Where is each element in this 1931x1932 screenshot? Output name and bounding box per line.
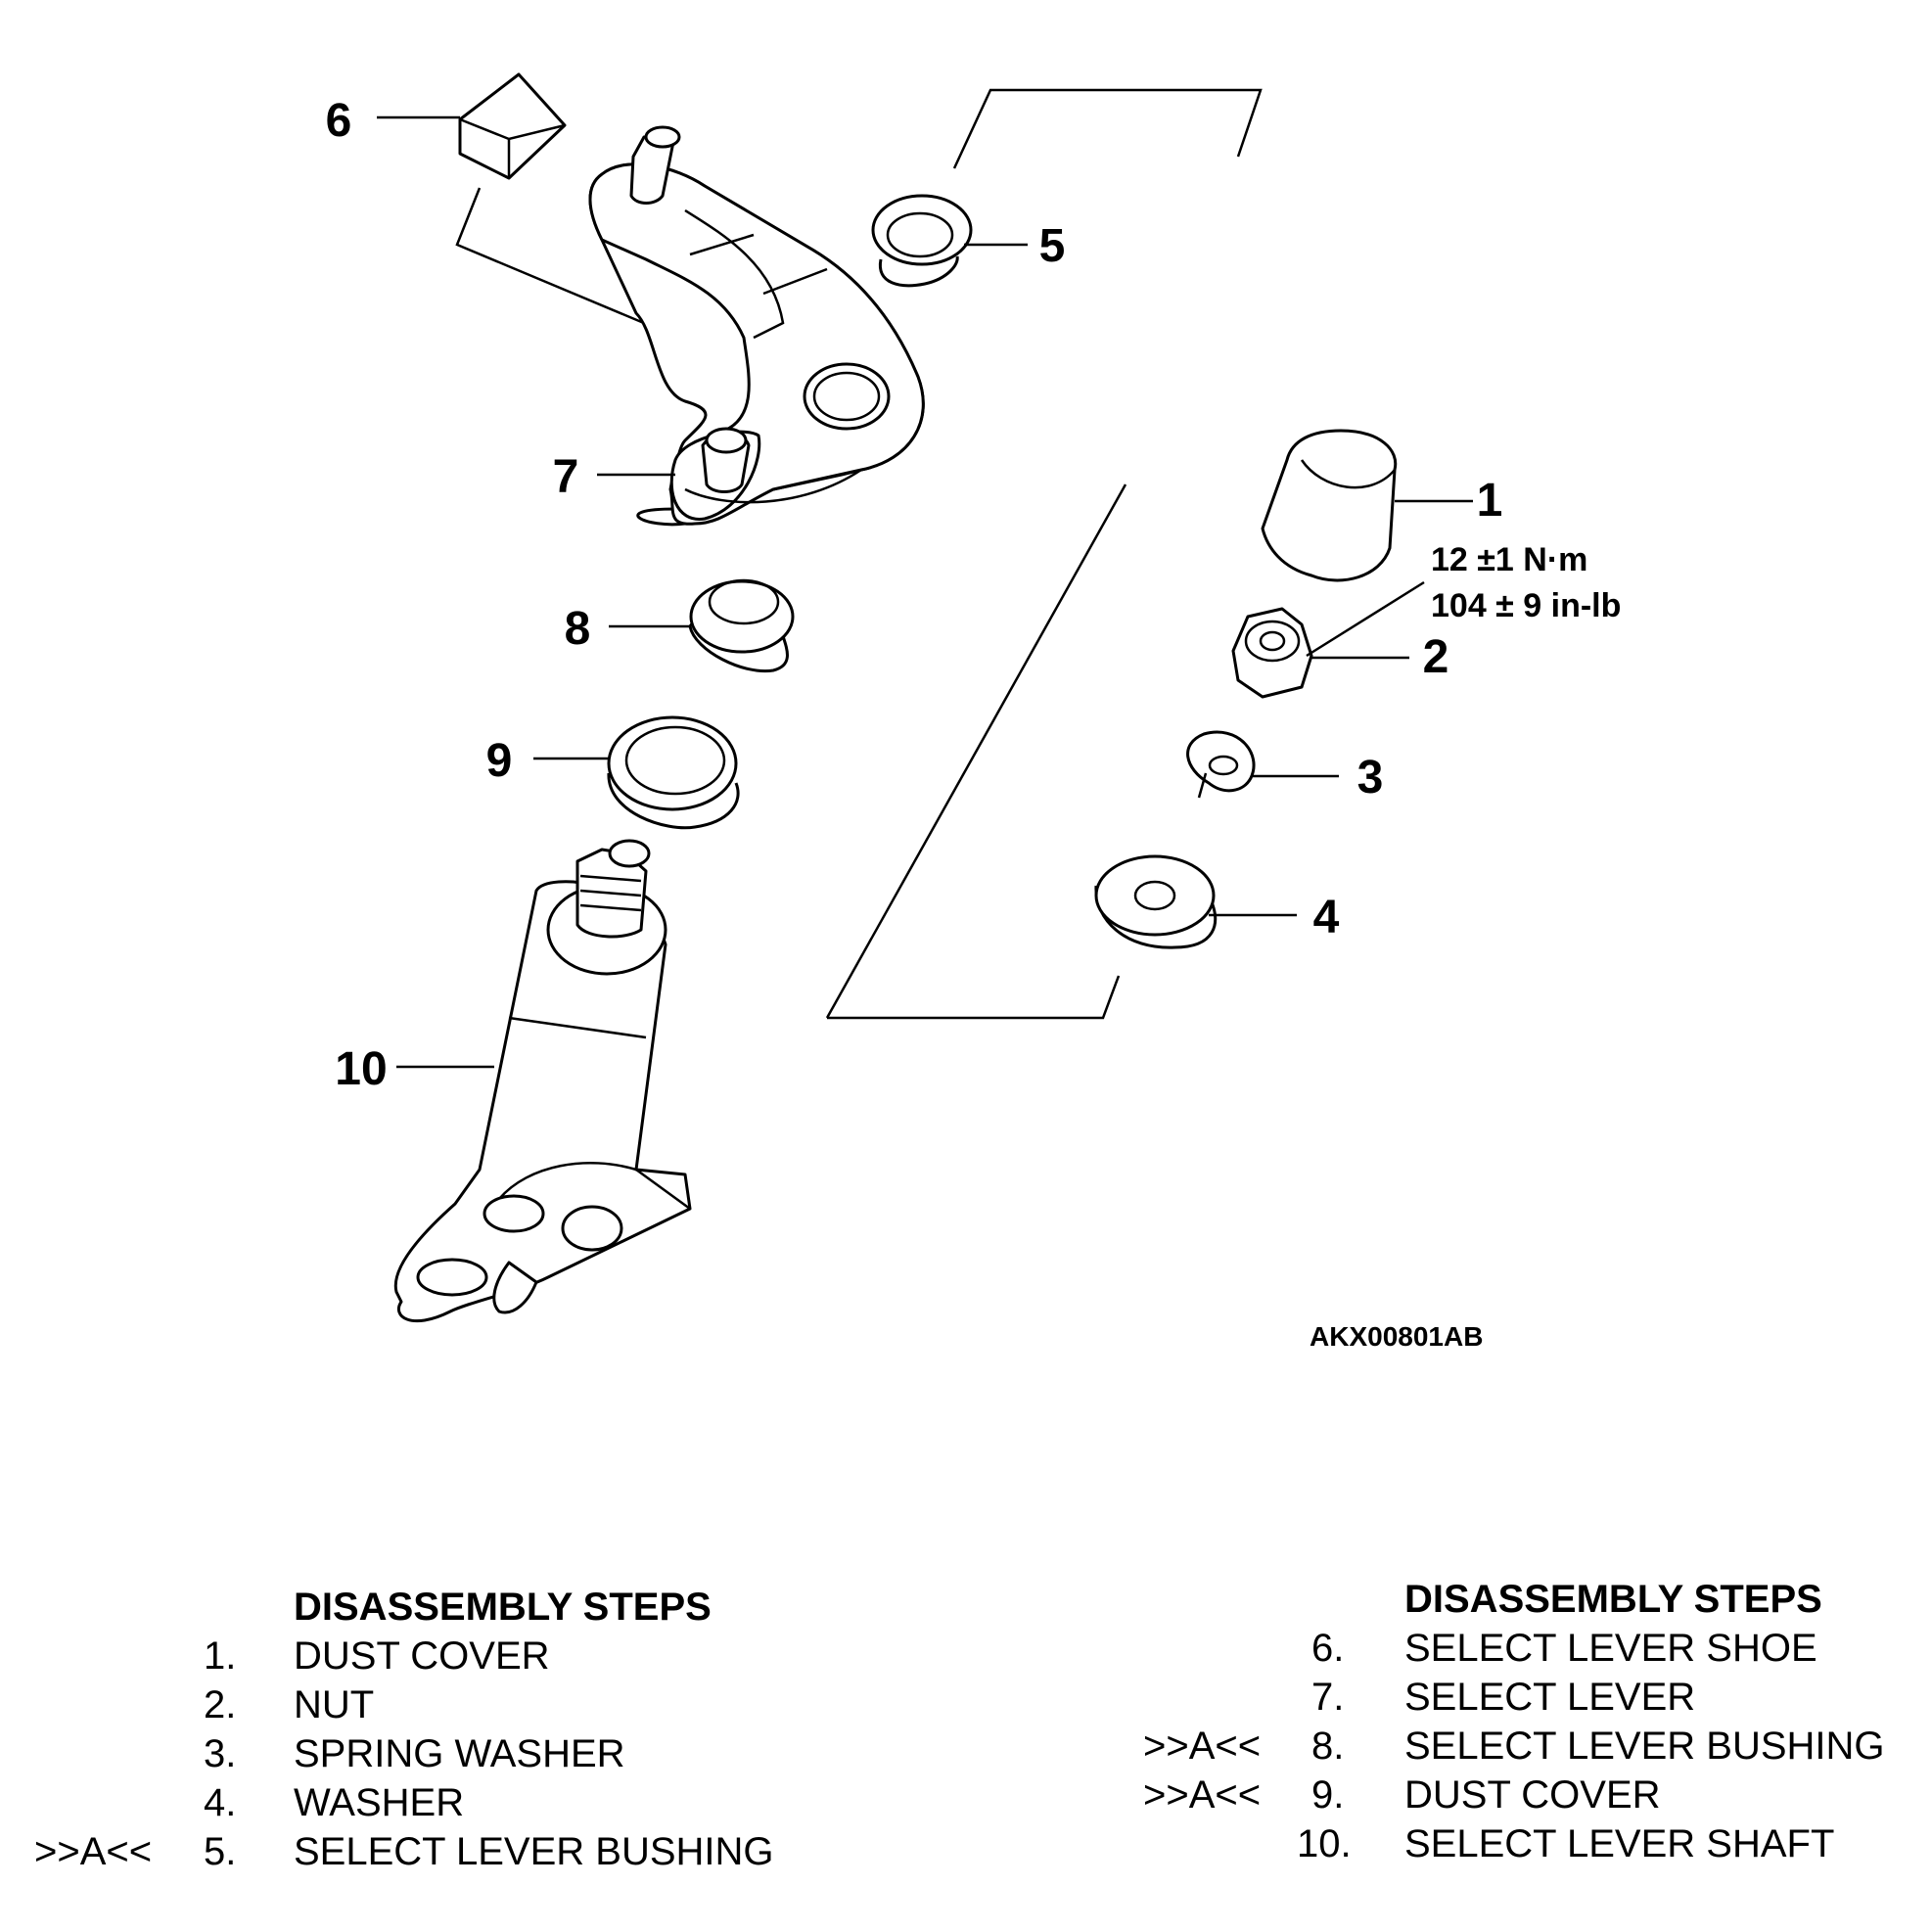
step-item: >>A<< 9. DUST COVER xyxy=(1126,1771,1931,1819)
step-number: 10. xyxy=(1297,1822,1352,1865)
spring-washer-part xyxy=(1186,730,1256,799)
step-name: NUT xyxy=(294,1683,375,1726)
step-number: 5. xyxy=(204,1830,237,1873)
leader-lines xyxy=(377,115,1473,1069)
callout-5: 5 xyxy=(1039,220,1066,272)
callout-10: 10 xyxy=(335,1043,387,1095)
step-name: SELECT LEVER BUSHING xyxy=(294,1830,774,1873)
step-number: 6. xyxy=(1311,1627,1345,1670)
step-item: 4. WASHER xyxy=(0,1778,881,1827)
select-lever-shoe-part xyxy=(458,72,567,180)
disassembly-steps-left: DISASSEMBLY STEPS 1. DUST COVER 2. NUT 3… xyxy=(0,1583,881,1876)
torque-spec-metric: 12 ±1 N·m xyxy=(1431,541,1587,578)
callout-7: 7 xyxy=(553,451,579,503)
step-name: SPRING WASHER xyxy=(294,1732,625,1775)
figure-code: AKX00801AB xyxy=(1310,1321,1483,1352)
disassembly-steps-right: DISASSEMBLY STEPS 6. SELECT LEVER SHOE 7… xyxy=(1126,1575,1931,1868)
step-name: SELECT LEVER SHAFT xyxy=(1404,1822,1835,1865)
callout-4: 4 xyxy=(1313,892,1340,943)
step-mark: >>A<< xyxy=(1143,1773,1262,1817)
step-name: DUST COVER xyxy=(1404,1773,1661,1817)
nut-part xyxy=(1231,607,1313,699)
steps-heading-text: DISASSEMBLY STEPS xyxy=(294,1586,712,1629)
callout-2: 2 xyxy=(1423,631,1449,683)
step-number: 9. xyxy=(1311,1773,1345,1817)
washer-part xyxy=(1094,854,1218,949)
step-number: 8. xyxy=(1311,1725,1345,1768)
callout-1: 1 xyxy=(1477,475,1503,527)
step-number: 1. xyxy=(204,1634,237,1678)
step-name: SELECT LEVER SHOE xyxy=(1404,1627,1817,1670)
torque-spec-imperial: 104 ± 9 in-lb xyxy=(1431,587,1621,624)
select-lever-shaft-part xyxy=(393,839,692,1322)
select-lever-bushing-part xyxy=(688,578,795,673)
steps-heading-right: DISASSEMBLY STEPS xyxy=(1126,1575,1931,1624)
step-mark: >>A<< xyxy=(1143,1725,1262,1768)
select-lever-part xyxy=(588,125,925,527)
step-item: 1. DUST COVER xyxy=(0,1632,881,1680)
step-number: 2. xyxy=(204,1683,237,1726)
dust-cover-cap-part xyxy=(1261,429,1398,582)
step-name: SELECT LEVER xyxy=(1404,1676,1696,1719)
step-number: 4. xyxy=(204,1781,237,1824)
steps-heading-text: DISASSEMBLY STEPS xyxy=(1404,1578,1822,1621)
step-name: DUST COVER xyxy=(294,1634,550,1678)
callout-6: 6 xyxy=(326,95,352,147)
step-number: 3. xyxy=(204,1732,237,1775)
step-item: 7. SELECT LEVER xyxy=(1126,1673,1931,1722)
callout-9: 9 xyxy=(486,735,513,787)
steps-heading-left: DISASSEMBLY STEPS xyxy=(0,1583,881,1632)
step-item: 10. SELECT LEVER SHAFT xyxy=(1126,1819,1931,1868)
step-mark: >>A<< xyxy=(34,1830,153,1873)
step-item: 3. SPRING WASHER xyxy=(0,1729,881,1778)
step-item: 2. NUT xyxy=(0,1680,881,1729)
step-name: SELECT LEVER BUSHING xyxy=(1404,1725,1885,1768)
select-lever-bushing-upper-part xyxy=(871,194,973,288)
callout-3: 3 xyxy=(1357,752,1384,804)
callout-8: 8 xyxy=(565,603,591,655)
step-item: 6. SELECT LEVER SHOE xyxy=(1126,1624,1931,1673)
step-item: >>A<< 8. SELECT LEVER BUSHING xyxy=(1126,1722,1931,1771)
dust-cover-lower-part xyxy=(607,715,740,830)
step-item: >>A<< 5. SELECT LEVER BUSHING xyxy=(0,1827,881,1876)
step-name: WASHER xyxy=(294,1781,465,1824)
step-number: 7. xyxy=(1311,1676,1345,1719)
